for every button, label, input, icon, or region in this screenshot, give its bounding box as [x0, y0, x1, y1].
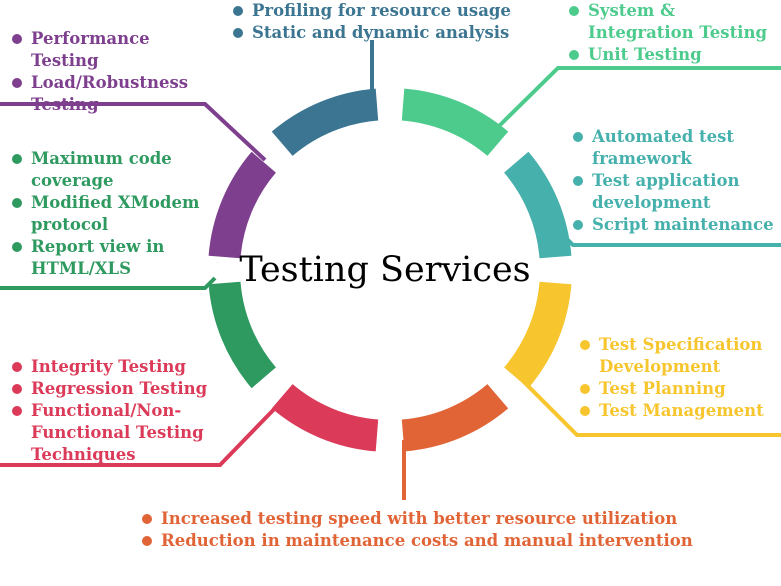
- bullet-item: Integrity Testing: [12, 356, 274, 378]
- bullet-dot-icon: [573, 176, 583, 186]
- bullet-text: Increased testing speed with better reso…: [161, 509, 678, 528]
- connector-integrity: [0, 398, 285, 467]
- bullet-text: Modified XModem protocol: [31, 193, 200, 234]
- bullet-item: Script maintenance: [573, 214, 781, 236]
- bullet-item: Test Management: [580, 400, 781, 422]
- bullet-item: Unit Testing: [569, 44, 781, 66]
- bullet-item: Load/Robustness Testing: [12, 72, 212, 116]
- connector-specification: [518, 376, 781, 437]
- bullet-text: Script maintenance: [592, 215, 774, 234]
- bullet-item: Profiling for resource usage: [233, 0, 533, 22]
- bullet-text: Integrity Testing: [31, 357, 186, 376]
- ring-segment-specification: [504, 281, 572, 389]
- bullet-text: Reduction in maintenance costs and manua…: [161, 531, 693, 550]
- bullet-item: System & Integration Testing: [569, 0, 781, 44]
- bullet-dot-icon: [573, 132, 583, 142]
- bullet-dot-icon: [142, 514, 152, 524]
- bullet-dot-icon: [12, 242, 22, 252]
- bullet-text: Profiling for resource usage: [252, 1, 511, 20]
- bullet-item: Reduction in maintenance costs and manua…: [142, 530, 762, 552]
- bullet-dot-icon: [580, 340, 590, 350]
- bullet-dot-icon: [12, 198, 22, 208]
- bullet-dot-icon: [12, 34, 22, 44]
- bullet-text: Functional/Non-Functional Testing Techni…: [31, 401, 204, 464]
- bullet-dot-icon: [233, 6, 243, 16]
- bullet-text: Unit Testing: [588, 45, 702, 64]
- bullet-text: Load/Robustness Testing: [31, 73, 189, 114]
- bullet-dot-icon: [569, 6, 579, 16]
- bullet-text: Automated test framework: [592, 127, 735, 168]
- bullet-text: Regression Testing: [31, 379, 208, 398]
- bullet-dot-icon: [142, 536, 152, 546]
- bullet-text: System & Integration Testing: [588, 1, 767, 42]
- bullet-dot-icon: [12, 384, 22, 394]
- bullet-item: Maximum code coverage: [12, 148, 208, 192]
- bullet-dot-icon: [573, 220, 583, 230]
- connector-performance: [0, 102, 267, 162]
- bullet-text: Test application development: [592, 171, 740, 212]
- ring-segment-integrity: [271, 384, 379, 452]
- bullet-item: Test Specification Development: [580, 334, 781, 378]
- bullet-item: Static and dynamic analysis: [233, 22, 533, 44]
- ring-segment-automated: [504, 151, 572, 259]
- bullet-item: Increased testing speed with better reso…: [142, 508, 762, 530]
- bullet-text: Maximum code coverage: [31, 149, 172, 190]
- bullet-item: Modified XModem protocol: [12, 192, 208, 236]
- bullet-item: Regression Testing: [12, 378, 274, 400]
- bullet-text: Static and dynamic analysis: [252, 23, 510, 42]
- bullet-dot-icon: [12, 154, 22, 164]
- bullet-item: Performance Testing: [12, 28, 212, 72]
- connector-system: [495, 66, 781, 130]
- ring-segment-performance: [208, 151, 276, 259]
- bullet-dot-icon: [580, 406, 590, 416]
- bullet-item: Test Planning: [580, 378, 781, 400]
- bullet-item: Automated test framework: [573, 126, 781, 170]
- bullet-dot-icon: [12, 78, 22, 88]
- bullet-item: Functional/Non-Functional Testing Techni…: [12, 400, 274, 466]
- diagram-title: Testing Services: [239, 250, 531, 290]
- connector-code: [0, 276, 217, 290]
- bullet-text: Report view in HTML/XLS: [31, 237, 165, 278]
- bullet-dot-icon: [569, 50, 579, 60]
- ring-segment-profiling: [271, 88, 379, 156]
- group-speed: Increased testing speed with better reso…: [142, 508, 762, 552]
- bullet-dot-icon: [233, 28, 243, 38]
- bullet-item: Report view in HTML/XLS: [12, 236, 208, 280]
- bullet-dot-icon: [12, 362, 22, 372]
- bullet-text: Test Specification Development: [599, 335, 763, 376]
- ring-segment-code: [208, 281, 276, 389]
- bullet-text: Performance Testing: [31, 29, 150, 70]
- ring-segment-system: [401, 88, 509, 156]
- bullet-dot-icon: [12, 406, 22, 416]
- bullet-item: Test application development: [573, 170, 781, 214]
- bullet-dot-icon: [580, 384, 590, 394]
- ring-segment-speed: [401, 384, 509, 452]
- bullet-text: Test Management: [599, 401, 764, 420]
- bullet-text: Test Planning: [599, 379, 726, 398]
